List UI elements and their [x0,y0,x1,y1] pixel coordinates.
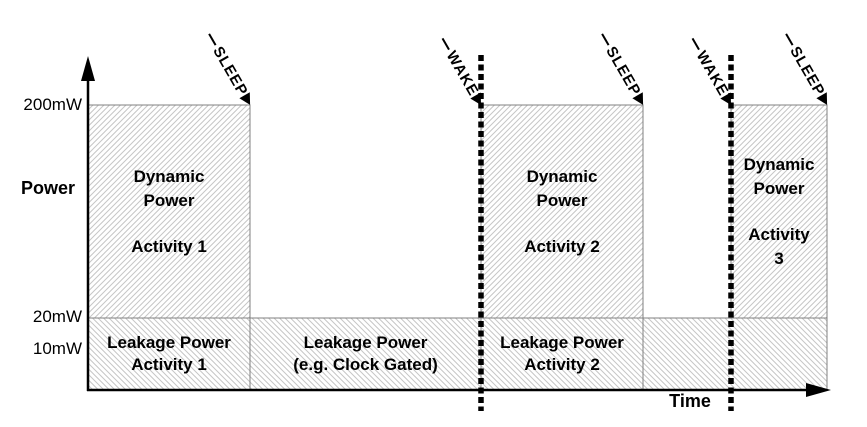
leader-line [691,37,700,51]
y-axis-title: Power [20,178,76,198]
dynamic-power-activity-1-area [87,104,251,319]
dynamic-power-title: Dynamic Power [133,166,205,210]
leader-line [441,37,450,51]
leader-line [785,33,794,46]
y-tick-200mw: 200mW [23,95,82,114]
leakage-band-continuation-area [642,317,828,391]
dynamic-block-2-label: Dynamic Power Activity 2 [481,105,643,318]
activity-label: Activity 2 [524,236,600,256]
leader-line [601,33,610,46]
leakage-band-activity-1-area [87,317,251,391]
leakage-block-1-label: Leakage Power Activity 1 [88,318,250,390]
leader-line [208,33,217,46]
dynamic-power-activity-2-area [480,104,644,319]
dynamic-power-activity-3-area [730,104,828,319]
leakage-power-title: Leakage Power [107,333,231,352]
dynamic-block-1-label: Dynamic Power Activity 1 [88,105,250,318]
leakage-power-title: Leakage Power [303,333,428,352]
leakage-clock-gated-label: (e.g. Clock Gated) [293,355,438,374]
dynamic-block-3-label: Dynamic Power Activity 3 [731,105,827,318]
y-tick-20mw: 20mW [32,307,82,326]
activity-label: Activity 1 [131,236,207,256]
leakage-block-clock-gated-label: Leakage Power (e.g. Clock Gated) [250,318,481,390]
leakage-power-title: Leakage Power [500,333,624,352]
leakage-block-2-label: Leakage Power Activity 2 [481,318,643,390]
leakage-band-clock-gated-area [249,317,482,391]
dynamic-power-title: Dynamic Power [526,166,598,210]
x-axis-arrow-icon [806,383,831,397]
x-axis-title: Time [669,391,711,411]
activity-label: Activity 3 [748,224,810,268]
dynamic-power-title: Dynamic Power [743,154,815,198]
y-tick-10mw: 10mW [32,339,82,358]
y-axis-arrow-icon [81,56,95,81]
leakage-activity-label: Activity 2 [524,355,600,374]
leakage-activity-label: Activity 1 [131,355,207,374]
